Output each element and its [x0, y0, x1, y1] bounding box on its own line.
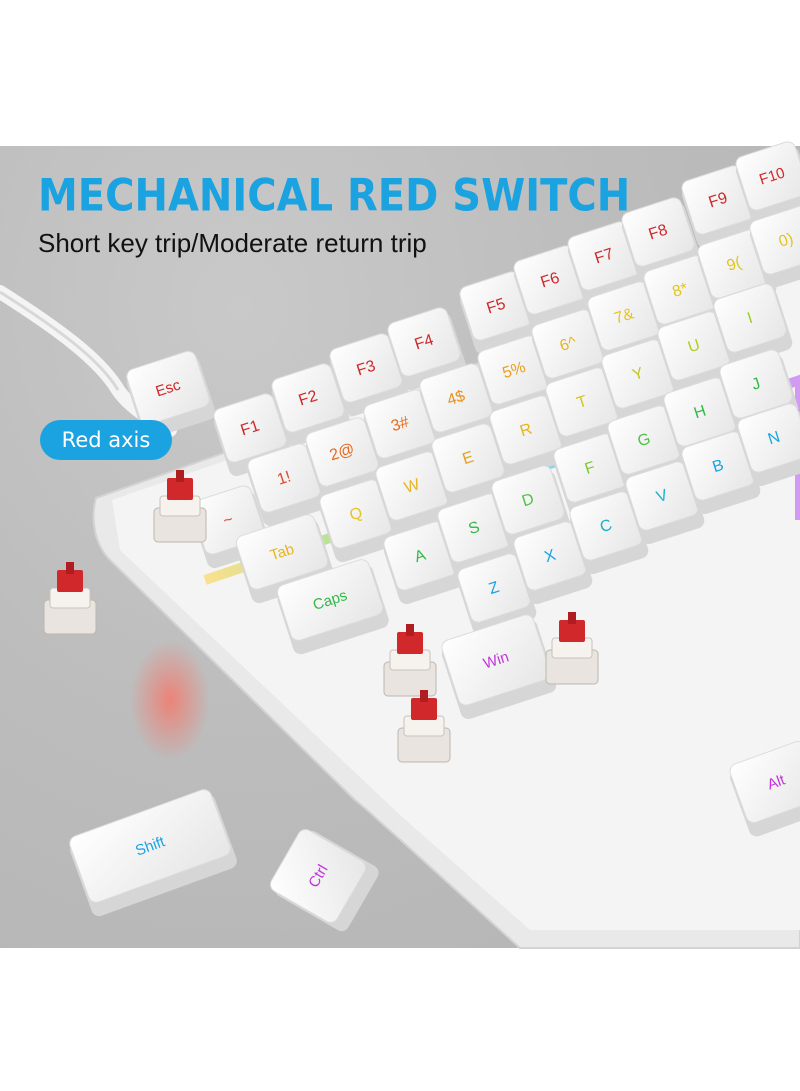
- keycap-legend: 6^: [558, 334, 579, 355]
- keycap-h: H: [663, 377, 743, 461]
- keycap-legend: E: [460, 449, 475, 468]
- red-axis-badge: Red axis: [40, 420, 172, 460]
- keycap-legend: C: [598, 517, 614, 537]
- keycap-legend: D: [520, 491, 536, 511]
- keycap-u: U: [657, 311, 737, 395]
- keycap-b: B: [681, 431, 761, 515]
- keycap-shift: Shift: [69, 789, 237, 917]
- keycap-legend: F6: [539, 269, 562, 291]
- keycap-t: T: [545, 367, 625, 451]
- keycap-win: Win: [441, 614, 557, 720]
- keycap-ctrl: Ctrl: [270, 829, 379, 932]
- keycap-legend: R: [518, 421, 534, 441]
- keycap-f7: F7: [567, 221, 647, 305]
- keycap-legend: I: [745, 310, 754, 328]
- badge-label: Red axis: [61, 428, 151, 452]
- keycap-n: N: [737, 403, 800, 487]
- keycap-legend: 0): [777, 230, 796, 251]
- keycap-legend: F9: [707, 189, 730, 211]
- keycap-caps: Caps: [276, 559, 389, 655]
- keycap-legend: F3: [355, 357, 378, 379]
- keycap-e: E: [431, 423, 511, 507]
- keycap-legend: 2@: [328, 441, 357, 465]
- keycap-legend: G: [636, 430, 653, 450]
- keycap-alt: Alt: [729, 740, 800, 837]
- keycap-w: W: [375, 451, 455, 535]
- keycap-legend: F1: [239, 417, 262, 439]
- keycap-f10: F10: [735, 141, 800, 225]
- keycap-legend: H: [692, 403, 708, 423]
- keycap-f4: F4: [387, 307, 467, 391]
- keycap-legend: F4: [413, 331, 436, 353]
- keycap-0: 0): [749, 205, 800, 289]
- subheadline: Short key trip/Moderate return trip: [38, 228, 427, 258]
- keycap-legend: B: [710, 457, 725, 476]
- keycap-f9: F9: [681, 165, 761, 249]
- keycap-legend: Q: [348, 504, 365, 524]
- red-switch-icon: [397, 690, 451, 763]
- keycap-legend: F5: [485, 295, 508, 317]
- keycap-6: 6^: [531, 309, 611, 393]
- keycap-s: S: [437, 493, 517, 577]
- red-switch-icon: [383, 624, 437, 697]
- keycap-x: X: [513, 521, 593, 605]
- keycap-z: Z: [457, 553, 537, 637]
- keycap-f5: F5: [459, 271, 539, 355]
- keycap-y: Y: [601, 339, 681, 423]
- keycap-legend: 1!: [275, 468, 293, 488]
- keycap-legend: 9(: [725, 254, 744, 275]
- keycap-tab: Tab: [235, 514, 334, 604]
- keycap-legend: F8: [647, 221, 670, 243]
- keycap-f6: F6: [513, 245, 593, 329]
- keycap-legend: W: [402, 476, 422, 497]
- keycap-legend: S: [466, 519, 481, 538]
- keycap-legend: U: [686, 337, 702, 357]
- keycap-esc: Esc: [126, 350, 216, 439]
- keycap-legend: 4$: [445, 388, 467, 410]
- red-switch-icon: [43, 562, 97, 635]
- red-switch-icon: [153, 470, 207, 543]
- headline: MECHANICAL RED SWITCH: [38, 170, 631, 222]
- keycap-legend: Tab: [268, 541, 296, 565]
- keycap-r: R: [489, 395, 569, 479]
- keycap-legend: 5%: [501, 359, 528, 382]
- keycap-q: Q: [319, 479, 399, 563]
- keycap-v: V: [625, 461, 705, 545]
- keycap-legend: F7: [593, 245, 616, 267]
- keycap-2: 2@: [305, 417, 385, 501]
- keycap-legend: N: [766, 429, 782, 449]
- keycap-legend: 8*: [670, 280, 690, 301]
- keycap-legend: Alt: [765, 771, 788, 793]
- red-switch-icon: [545, 612, 599, 685]
- keycap-1: 1!: [247, 443, 327, 527]
- keycap-legend: 7&: [612, 305, 636, 327]
- keycap-i: I: [713, 283, 793, 367]
- keycap-f3: F3: [329, 333, 409, 417]
- keycap-c: C: [569, 491, 649, 575]
- keycap-legend: F2: [297, 387, 320, 409]
- keycap-legend: 3#: [389, 414, 411, 436]
